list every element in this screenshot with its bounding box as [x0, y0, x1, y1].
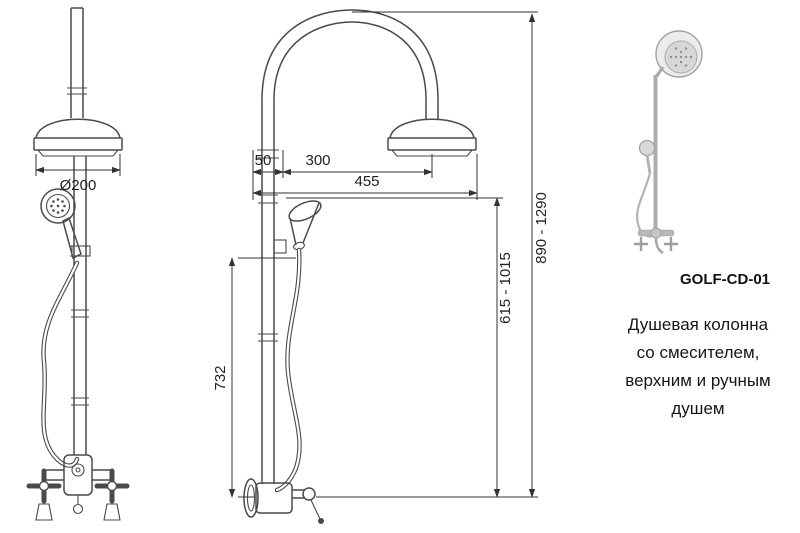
dimension-column-height: 615 - 1015 — [286, 197, 538, 498]
dimension-total-height: 890 - 1290 — [352, 11, 550, 498]
dim-hose-height-label: 732 — [212, 365, 229, 390]
photo-column — [653, 75, 658, 235]
dim-total-height-label: 890 - 1290 — [533, 192, 550, 264]
front-hand-shower-nozzles — [50, 198, 66, 214]
description-line-1: Душевая колонна — [627, 315, 769, 334]
dim-wall-offset-label: 50 — [255, 152, 272, 169]
front-hand-shower — [40, 188, 91, 260]
product-code: GOLF-CD-01 — [680, 271, 770, 288]
dim-head-diameter-label: Ø200 — [60, 177, 97, 194]
description-line-2: со смесителем, — [636, 343, 760, 362]
photo-hand-shower — [638, 139, 656, 174]
product-photo — [633, 30, 703, 255]
dimension-total-reach: 455 — [252, 154, 478, 200]
side-shower-head — [387, 118, 477, 157]
dim-total-reach-label: 455 — [354, 173, 379, 190]
photo-head-nozzles — [669, 47, 693, 67]
dimension-head-diameter: Ø200 — [35, 154, 121, 194]
front-wall-union-left — [35, 496, 53, 521]
side-arc-outer — [261, 9, 439, 101]
front-mixer — [26, 454, 130, 521]
front-pipe-collar — [67, 87, 87, 95]
front-shower-head — [33, 118, 123, 157]
description-line-3: верхним и ручным душем — [625, 371, 771, 418]
photo-hose — [636, 172, 657, 238]
front-column — [73, 156, 87, 455]
dim-column-height-label: 615 - 1015 — [497, 252, 514, 324]
side-view-drawing — [243, 9, 477, 524]
side-hand-shower — [273, 200, 322, 254]
front-view-drawing — [26, 7, 130, 521]
dimensions: Ø200 50 300 455 732 615 - — [35, 11, 550, 498]
photo-shower-head — [655, 30, 703, 78]
dimension-arm-reach: 300 — [282, 152, 433, 178]
product-description: Душевая колонна со смесителем, верхним и… — [598, 311, 798, 423]
dim-arm-reach-label: 300 — [305, 152, 330, 169]
side-hose — [274, 247, 302, 493]
photo-mixer — [633, 227, 679, 255]
front-top-pipe — [70, 7, 84, 118]
side-column — [261, 100, 275, 484]
side-arc-inner — [273, 21, 427, 101]
side-head-pipe — [425, 100, 439, 119]
front-wall-union-right — [103, 496, 121, 521]
side-column-collars — [257, 149, 279, 342]
front-hose — [41, 260, 80, 468]
dimension-hose-height: 732 — [212, 257, 296, 498]
side-mixer — [243, 478, 324, 524]
